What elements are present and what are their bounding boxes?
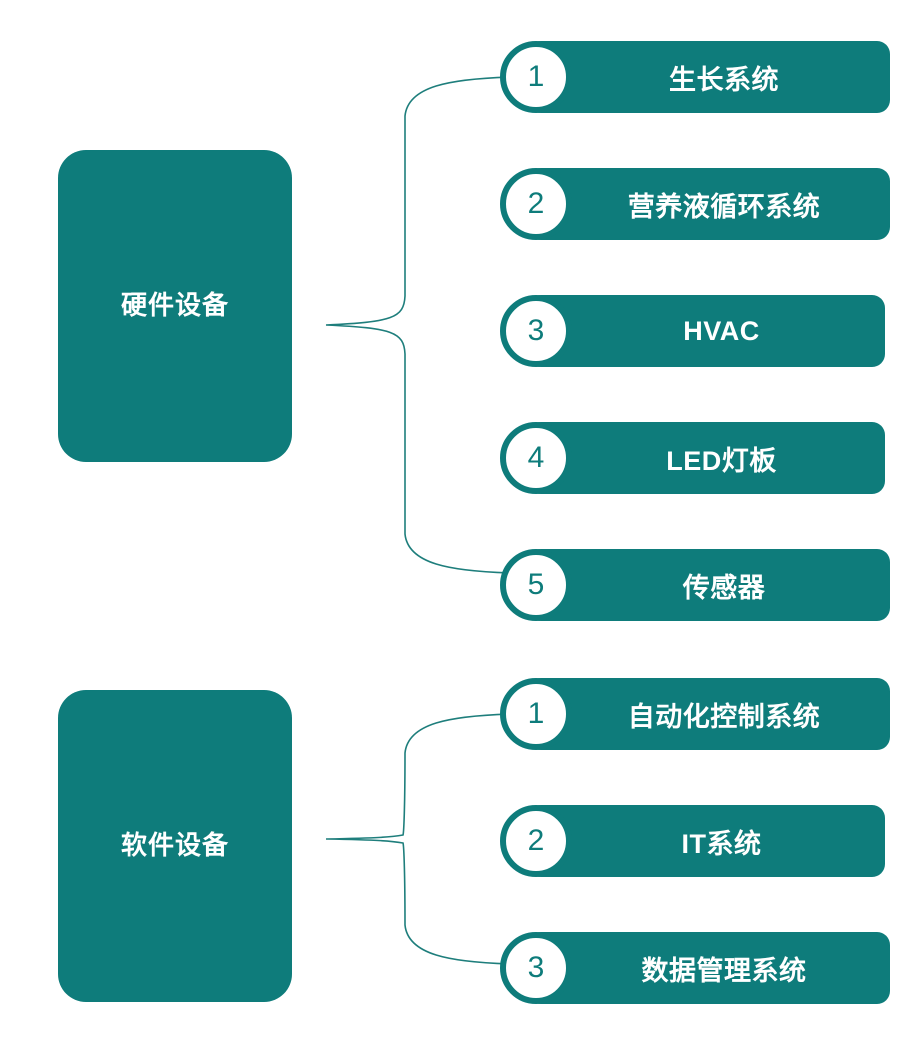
item-number: 3 xyxy=(527,314,545,347)
item-label: 营养液循环系统 xyxy=(627,191,821,222)
brace-software xyxy=(325,713,511,965)
item-row[interactable]: LED灯板 4 xyxy=(500,422,890,494)
item-row[interactable]: HVAC 3 xyxy=(500,295,890,367)
item-number-badge[interactable]: 1 xyxy=(500,41,572,113)
category-label-hardware: 硬件设备 xyxy=(120,290,229,321)
item-bar[interactable]: 营养液循环系统 xyxy=(528,168,890,240)
item-label: 生长系统 xyxy=(669,64,779,95)
item-number-badge[interactable]: 5 xyxy=(500,549,572,621)
item-row[interactable]: 生长系统 1 xyxy=(500,41,890,113)
item-number-badge[interactable]: 2 xyxy=(500,168,572,240)
item-number-badge[interactable]: 2 xyxy=(500,805,572,877)
item-bar[interactable]: 自动化控制系统 xyxy=(528,678,890,750)
item-number-badge[interactable]: 1 xyxy=(500,678,572,750)
item-bar[interactable]: 生长系统 xyxy=(528,41,890,113)
item-number: 1 xyxy=(527,60,545,93)
item-row[interactable]: 数据管理系统 3 xyxy=(500,932,890,1004)
item-number: 4 xyxy=(527,441,545,474)
item-row[interactable]: 营养液循环系统 2 xyxy=(500,168,890,240)
item-label: 数据管理系统 xyxy=(641,955,807,986)
item-row[interactable]: 传感器 5 xyxy=(500,549,890,621)
category-label-software: 软件设备 xyxy=(120,830,229,861)
item-label: 自动化控制系统 xyxy=(627,701,821,732)
item-number: 5 xyxy=(527,568,545,601)
item-number-badge[interactable]: 3 xyxy=(500,932,572,1004)
item-bar[interactable]: 传感器 xyxy=(528,549,890,621)
brace-hardware xyxy=(325,76,511,574)
item-label: 传感器 xyxy=(682,572,766,603)
item-bar[interactable]: LED灯板 xyxy=(528,422,885,494)
item-label: HVAC xyxy=(683,315,760,346)
category-box-hardware[interactable]: 硬件设备 xyxy=(58,150,292,462)
item-bar[interactable]: IT系统 xyxy=(528,805,885,877)
item-number: 1 xyxy=(527,697,545,730)
item-number: 3 xyxy=(527,951,545,984)
item-row[interactable]: IT系统 2 xyxy=(500,805,890,877)
category-box-software[interactable]: 软件设备 xyxy=(58,690,292,1002)
item-number: 2 xyxy=(527,187,545,220)
item-number-badge[interactable]: 4 xyxy=(500,422,572,494)
item-row[interactable]: 自动化控制系统 1 xyxy=(500,678,890,750)
item-number: 2 xyxy=(527,824,545,857)
item-label: IT系统 xyxy=(681,828,762,859)
item-number-badge[interactable]: 3 xyxy=(500,295,572,367)
item-label: LED灯板 xyxy=(666,445,777,476)
item-bar[interactable]: 数据管理系统 xyxy=(528,932,890,1004)
item-bar[interactable]: HVAC xyxy=(528,295,885,367)
